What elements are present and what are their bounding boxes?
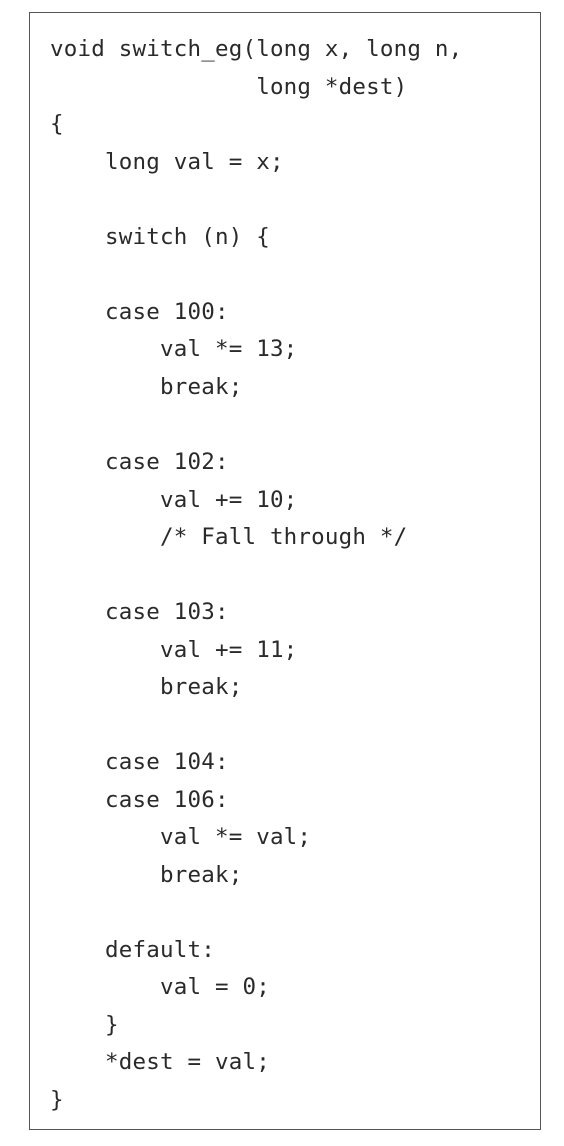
code-line-1: void switch_eg(long x, long n,: [50, 36, 463, 62]
code-line-25: default:: [50, 937, 215, 963]
code-line-12: case 102:: [50, 449, 229, 475]
code-line-20: case 104:: [50, 749, 229, 775]
code-line-13: val += 10;: [50, 487, 298, 513]
code-line-21: case 106:: [50, 787, 229, 813]
code-line-26: val = 0;: [50, 974, 270, 1000]
code-line-9: val *= 13;: [50, 336, 298, 362]
code-line-16: case 103:: [50, 599, 229, 625]
code-line-22: val *= val;: [50, 824, 312, 850]
code-line-8: case 100:: [50, 299, 229, 325]
code-line-23: break;: [50, 862, 243, 888]
code-line-6: switch (n) {: [50, 224, 270, 250]
code-line-17: val += 11;: [50, 637, 298, 663]
code-line-3: {: [50, 111, 64, 137]
code-line-29: }: [50, 1087, 64, 1113]
code-line-10: break;: [50, 374, 243, 400]
code-line-14: /* Fall through */: [50, 524, 408, 550]
code-line-2: long *dest): [50, 74, 408, 100]
code-line-28: *dest = val;: [50, 1049, 270, 1075]
code-listing-box: void switch_eg(long x, long n, long *des…: [29, 12, 541, 1130]
code-line-4: long val = x;: [50, 149, 284, 175]
code-line-18: break;: [50, 674, 243, 700]
code-line-27: }: [50, 1012, 119, 1038]
